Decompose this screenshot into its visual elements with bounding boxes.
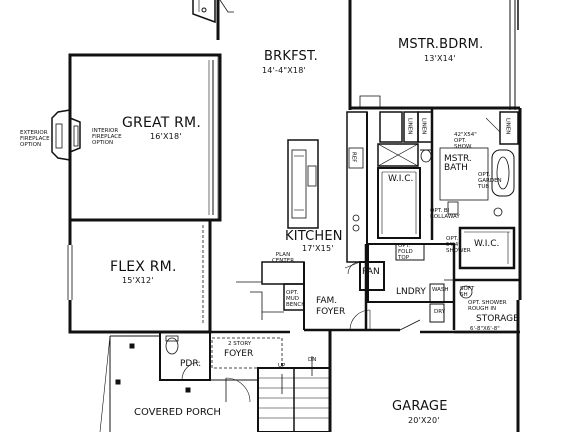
great-room-dim: 16'X18' [150, 132, 182, 141]
foyer-name: FOYER [224, 349, 254, 359]
kitchen-island [287, 139, 319, 229]
wash-note: WASH [432, 287, 449, 293]
garage-dim: 20'X20' [408, 416, 440, 425]
powder-name: PDR. [180, 359, 202, 369]
rollaway-note: OPT. BI ROLLAWAY [430, 208, 460, 221]
fireplace-options [51, 109, 81, 161]
kitchen-name: KITCHEN [285, 229, 343, 244]
wic-right-name: W.I.C. [474, 239, 500, 249]
family-foyer-name: FAM. FOYER [316, 296, 346, 317]
master-bath-walls [420, 108, 515, 240]
interior-fireplace-note: INTERIOR FIREPLACE OPTION [92, 128, 122, 147]
fold-top-note: OPT. FOLD TOP [398, 243, 413, 262]
wic-right-walls [458, 226, 516, 270]
shower-note: 42"X54" OPT. SHOW. [454, 132, 477, 151]
covered-porch-outline [99, 335, 258, 432]
five-by-four-shower-note: OPT. 5'X4' SHOWER [446, 236, 471, 255]
foyer-walls [209, 330, 331, 432]
powder-room-walls [159, 331, 211, 381]
breakfast-name: BRKFST. [264, 49, 318, 64]
laundry-walls [364, 243, 456, 330]
storage-dim: 6'-8"X6'-8" [470, 326, 500, 332]
pantry-name: PAN [362, 267, 380, 277]
covered-porch-name: COVERED PORCH [134, 407, 221, 418]
soft-sh-note: SOFT SH [460, 286, 475, 299]
kitchen-dim: 17'X15' [302, 244, 334, 253]
master-bedroom-name: MSTR.BDRM. [398, 37, 484, 52]
linen-3-note: LINEN [504, 118, 511, 135]
master-bedroom-walls [348, 0, 520, 110]
storage-name: STORAGE [476, 314, 519, 324]
flex-room-name: FLEX RM. [110, 259, 177, 275]
fam-foyer-walls [304, 309, 421, 332]
top-door-swing [192, 0, 234, 24]
garden-tub-note: OPT. GARDEN TUB [478, 172, 502, 191]
great-room-name: GREAT RM. [122, 115, 201, 131]
garage-name: GARAGE [392, 399, 448, 414]
shower-rough-in-note: OPT. SHOWER ROUGH IN [468, 300, 507, 313]
plan-center-walls [236, 261, 305, 330]
breakfast-dim: 14'-4"X18' [262, 66, 306, 75]
wic-left-name: W.I.C. [388, 174, 414, 184]
plan-center-note: PLAN CENTER [271, 252, 295, 265]
wic-left-walls [377, 167, 421, 239]
laundry-name: LNDRY [396, 287, 426, 297]
master-bath-name: MSTR. BATH [444, 154, 472, 173]
pantry-walls [344, 261, 385, 291]
master-bedroom-dim: 13'X14' [424, 54, 456, 63]
flex-room-dim: 15'X12' [122, 276, 154, 285]
mud-bench-note: OPT. MUD BENCH [286, 290, 306, 309]
linen-2-note: LINEN [420, 118, 427, 135]
ref-note: REF [350, 152, 357, 163]
exterior-fireplace-note: EXTERIOR FIREPLACE OPTION [20, 130, 50, 149]
stairs-up-label: UP [278, 363, 286, 369]
stairs-down-label: DN [308, 357, 317, 363]
kitchen-counters [346, 111, 368, 263]
foyer-note: 2 STORY [228, 341, 252, 347]
dry-note: DRY [434, 309, 446, 315]
linen-1-note: LINEN [406, 118, 413, 135]
